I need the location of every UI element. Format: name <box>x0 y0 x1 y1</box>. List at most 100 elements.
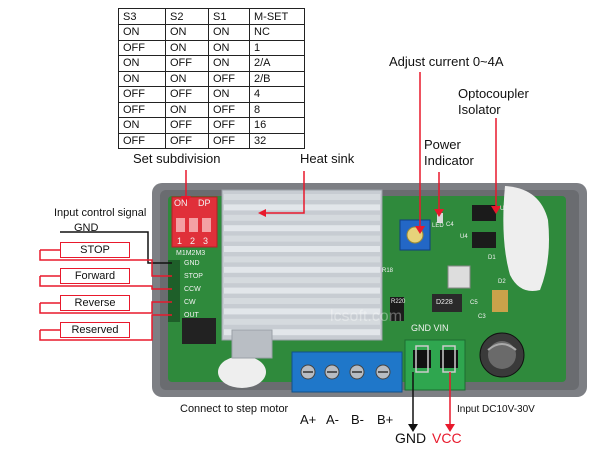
power-terminal-block <box>404 339 466 391</box>
dip-number-3: 3 <box>203 236 209 246</box>
pcb-board <box>168 196 566 382</box>
dip-dp-label: DP <box>198 198 211 208</box>
chip-u4 <box>472 232 496 248</box>
electrolytic-capacitor <box>479 332 525 378</box>
signal-box-stop: STOP <box>60 242 130 258</box>
table-cell: 1 <box>249 39 305 56</box>
connect-motor-label: Connect to step motor <box>180 403 289 415</box>
dip-lever-3 <box>202 218 211 232</box>
isolator-label: Isolator <box>458 102 501 117</box>
r18-label: R18 <box>382 268 394 274</box>
table-cell: OFF <box>165 117 209 134</box>
driver-ic <box>182 318 216 344</box>
c5-label: C5 <box>470 300 478 306</box>
thermal-paste-top-right <box>503 186 549 291</box>
watermark: lcsoft.com <box>330 308 403 325</box>
heatsink-fin <box>224 256 380 263</box>
terminal-screw-b-plus <box>375 364 391 380</box>
input-control-signal-label: Input control signal <box>54 207 147 219</box>
signal-box-reverse: Reverse <box>60 295 130 311</box>
u4-label: U4 <box>460 234 468 240</box>
table-cell: OFF <box>118 39 166 56</box>
table-header-row: S3 S2 S1 M-SET <box>118 8 305 25</box>
signal-pin-header <box>168 260 180 322</box>
table-cell: ON <box>165 101 209 118</box>
terminal-label-b-plus: B+ <box>377 412 394 427</box>
heat-sink-label: Heat sink <box>300 151 355 166</box>
d228-label: D228 <box>436 299 453 306</box>
power-label: Power <box>424 137 461 152</box>
u3-label: U3 <box>500 206 508 212</box>
heatsink-fin <box>224 277 380 284</box>
table-cell: ON <box>118 117 166 134</box>
table-cell: ON <box>165 70 209 87</box>
enclosure-case <box>152 183 587 397</box>
table-cell: OFF <box>165 86 209 103</box>
led-label: LED <box>432 223 444 229</box>
table-header-cell: M-SET <box>249 8 305 25</box>
table-header-cell: S2 <box>165 8 209 25</box>
heatsink-fin <box>224 214 380 221</box>
pin-label-cw: CW <box>184 299 196 306</box>
pin-label-gnd: GND <box>184 260 200 267</box>
table-cell: ON <box>208 24 250 41</box>
indicator-label: Indicator <box>424 153 474 168</box>
terminal-label-a-minus: A- <box>326 412 339 427</box>
gnd-vin-label: GND VIN <box>411 323 449 333</box>
table-cell: ON <box>208 86 250 103</box>
table-cell: 32 <box>249 132 305 149</box>
table-cell: OFF <box>208 70 250 87</box>
potentiometer <box>399 219 431 251</box>
thermal-paste-bottom-left <box>218 356 266 388</box>
heatsink-fin <box>224 329 380 336</box>
m-pins-label: M1M2M3 <box>176 250 206 257</box>
dip-lever-2 <box>189 218 198 232</box>
table-cell: OFF <box>118 132 166 149</box>
optocoupler-label: Optocoupler <box>458 86 529 101</box>
table-cell: ON <box>208 39 250 56</box>
terminal-screw-b-minus <box>349 364 365 380</box>
potentiometer-knob <box>406 226 424 244</box>
heatsink-mount-tab <box>231 329 273 359</box>
adjust-current-label: Adjust current 0~4A <box>389 54 504 69</box>
table-cell: 2/A <box>249 55 305 72</box>
terminal-label-a-plus: A+ <box>300 412 317 427</box>
table-cell: OFF <box>208 117 250 134</box>
enclosure-inner <box>160 190 579 390</box>
terminal-label-b-minus: B- <box>351 412 364 427</box>
table-cell: OFF <box>208 132 250 149</box>
table-cell: NC <box>249 24 305 41</box>
table-cell: 16 <box>249 117 305 134</box>
table-cell: 8 <box>249 101 305 118</box>
terminal-screw-a-minus <box>324 364 340 380</box>
table-cell: OFF <box>208 101 250 118</box>
heatsink-fin <box>224 235 380 242</box>
table-cell: ON <box>118 24 166 41</box>
power-led <box>437 213 443 223</box>
chip-u3 <box>472 205 496 221</box>
heatsink-fin <box>224 204 380 211</box>
vcc-bottom-label: VCC <box>432 430 462 446</box>
gnd-bottom-label: GND <box>395 430 427 446</box>
table-header-cell: S1 <box>208 8 250 25</box>
heatsink-fin <box>224 225 380 232</box>
table-cell: ON <box>118 55 166 72</box>
callout-line-heatsink <box>262 171 305 214</box>
set-subdivision-label: Set subdivision <box>133 151 221 166</box>
trimmer-pot <box>447 265 471 289</box>
dip-on-label: ON <box>174 198 188 208</box>
table-cell: OFF <box>165 132 209 149</box>
gnd-signal-label: GND <box>74 222 99 234</box>
signal-box-reserved: Reserved <box>60 322 130 338</box>
heatsink-fin <box>224 246 380 252</box>
